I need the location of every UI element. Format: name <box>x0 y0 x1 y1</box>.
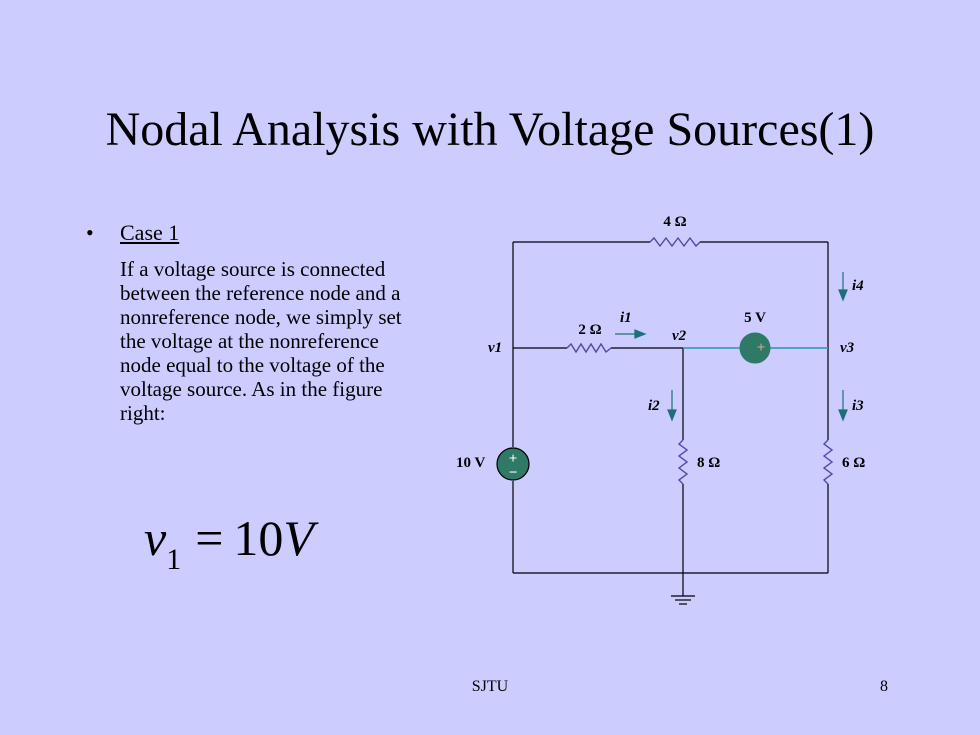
current-arrow-i1-head <box>634 329 647 339</box>
bullet-dot: • <box>86 220 94 245</box>
case-description: If a voltage source is connected between… <box>120 257 470 425</box>
equation-v1: v1 =10V <box>144 506 314 578</box>
label-current-i2: i2 <box>648 398 660 414</box>
label-r-2-ohm: 2 Ω <box>578 322 601 338</box>
label-source-5v: 5 V <box>744 310 766 326</box>
source-plus-sign-small: + <box>757 340 766 356</box>
equation-variable: v <box>144 510 167 566</box>
equation-subscript: 1 <box>166 543 182 576</box>
description-line: the voltage at the nonreference <box>120 329 379 353</box>
description-line: node equal to the voltage of the <box>120 353 385 377</box>
description-line: nonreference node, we simply set <box>120 305 402 329</box>
label-current-i4: i4 <box>852 278 864 294</box>
description-line: between the reference node and a <box>120 281 401 305</box>
footer-institution: SJTU <box>471 678 509 695</box>
label-node-v1: v1 <box>488 340 502 356</box>
resistor-2-ohm <box>566 342 612 354</box>
case-label: Case 1 <box>120 220 180 245</box>
label-r-4-ohm: 4 Ω <box>663 214 686 230</box>
label-r-6-ohm: 6 Ω <box>842 455 865 471</box>
current-arrow-i2-head <box>667 409 677 422</box>
source-plus-sign: + <box>509 451 518 467</box>
description-line: voltage source. As in the figure <box>120 377 383 401</box>
current-arrow-i3-head <box>838 409 848 422</box>
voltage-source-10v <box>496 447 530 481</box>
current-arrow-i4-head <box>838 289 848 302</box>
description-line: right: <box>120 401 166 425</box>
label-r-8-ohm: 8 Ω <box>697 455 720 471</box>
page-number: 8 <box>880 678 888 695</box>
equation-value: 10 <box>233 510 284 566</box>
voltage-source-5v <box>739 332 771 364</box>
label-current-i1: i1 <box>620 310 632 326</box>
slide-title: Nodal Analysis with Voltage Sources(1) <box>105 103 875 156</box>
equation-unit: V <box>283 510 314 566</box>
label-source-10v: 10 V <box>456 455 485 471</box>
label-current-i3: i3 <box>852 398 864 414</box>
label-node-v2: v2 <box>672 328 687 344</box>
description-line: If a voltage source is connected <box>120 257 386 281</box>
resistor-4-ohm <box>649 236 701 248</box>
source-minus-sign: − <box>509 465 518 481</box>
equation-equals: = <box>195 510 224 566</box>
resistor-8-ohm <box>677 439 689 485</box>
resistor-6-ohm <box>822 439 834 485</box>
label-node-v3: v3 <box>840 340 855 356</box>
